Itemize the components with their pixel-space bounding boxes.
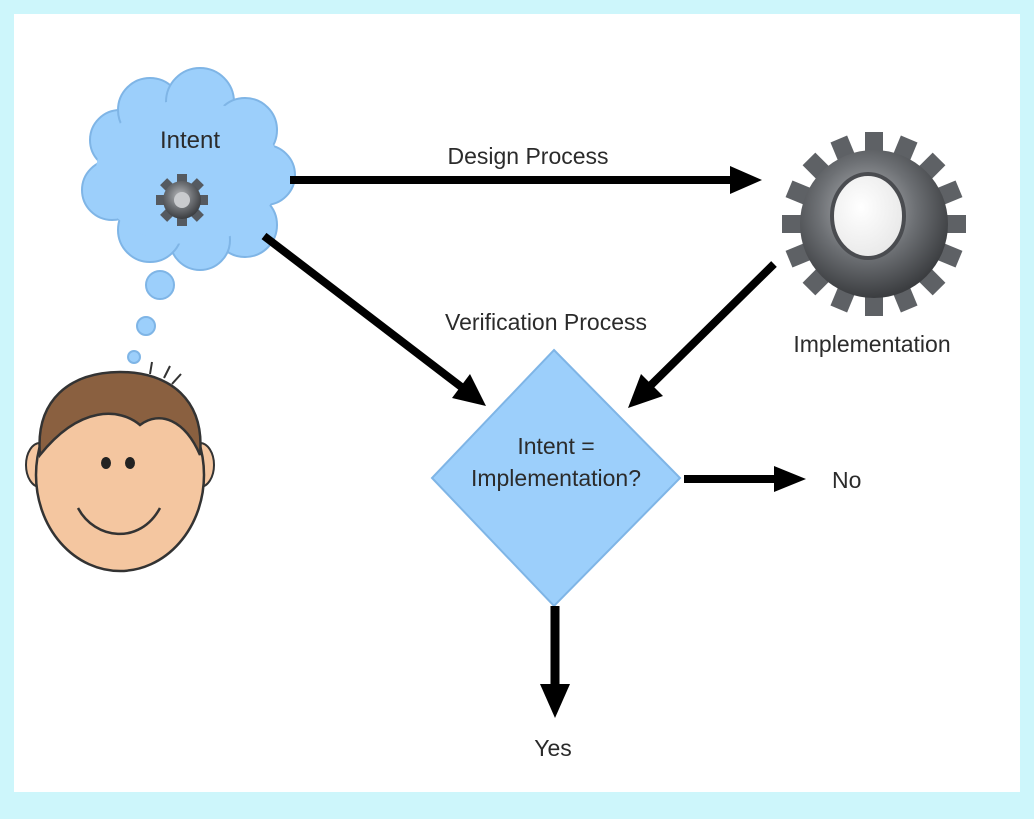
verification-diagram: Intent bbox=[25, 67, 966, 761]
person-face-icon bbox=[25, 361, 215, 573]
decision-line1: Intent = bbox=[517, 433, 594, 459]
intent-to-decision-arrow bbox=[261, 232, 486, 406]
implementation-label: Implementation bbox=[793, 331, 950, 357]
thought-cloud: Intent bbox=[81, 67, 296, 364]
diagram-frame: Intent bbox=[14, 14, 1020, 792]
implementation-to-decision-arrow bbox=[628, 261, 777, 408]
design-process-label: Design Process bbox=[447, 143, 608, 169]
thought-bubble-small bbox=[127, 350, 141, 364]
yes-arrow bbox=[540, 606, 570, 718]
design-process-arrow bbox=[290, 166, 762, 194]
small-gear-icon bbox=[156, 174, 208, 226]
yes-label: Yes bbox=[534, 735, 572, 761]
no-label: No bbox=[832, 467, 861, 493]
thought-bubble-medium bbox=[136, 316, 156, 336]
verification-process-label: Verification Process bbox=[445, 309, 647, 335]
thought-bubble-large bbox=[145, 270, 175, 300]
no-arrow bbox=[684, 466, 806, 492]
intent-label: Intent bbox=[160, 127, 220, 154]
large-gear-icon bbox=[782, 132, 966, 316]
decision-line2: Implementation? bbox=[471, 465, 641, 491]
